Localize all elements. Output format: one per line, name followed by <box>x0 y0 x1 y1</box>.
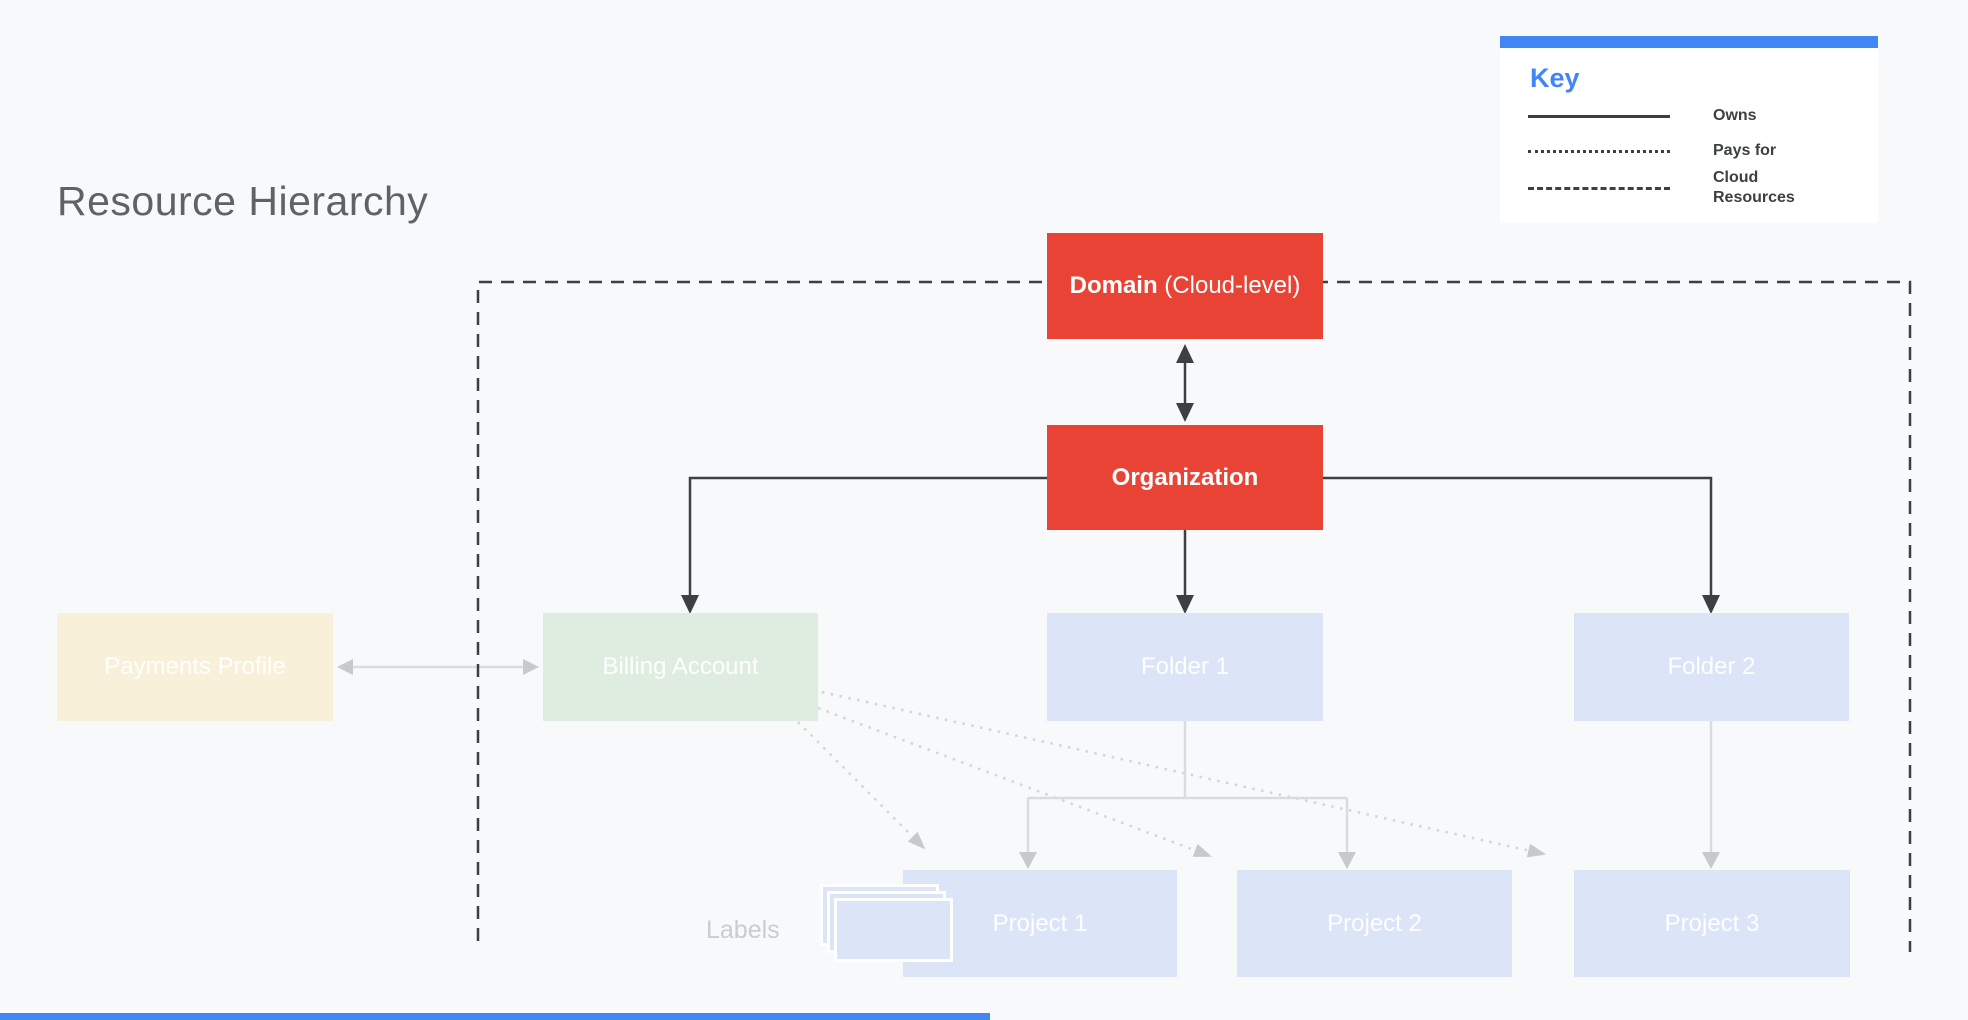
node-domain: Domain (Cloud-level) <box>1047 233 1323 339</box>
legend-label-cloud-resources: Cloud Resources <box>1713 169 1795 206</box>
node-project-2-label: Project 2 <box>1327 909 1422 937</box>
legend-label-pays-for: Pays for <box>1713 142 1777 159</box>
label-card-front <box>834 898 953 962</box>
pays-for-dotted-arrows <box>797 690 1546 858</box>
node-organization: Organization <box>1047 425 1323 530</box>
legend-label-owns: Owns <box>1713 107 1757 124</box>
node-folder-2: Folder 2 <box>1574 613 1849 721</box>
node-folder-1-label: Folder 1 <box>1140 653 1230 680</box>
legend-panel: Key Owns Pays for Cloud Resources <box>1500 48 1878 223</box>
page-title: Resource Hierarchy <box>57 178 429 224</box>
node-payments-profile: Payments Profile <box>57 613 333 721</box>
organization-owns-connectors <box>681 476 1720 614</box>
node-organization-label: Organization <box>1111 463 1259 491</box>
cloud-resources-line-sample <box>1528 187 1670 190</box>
node-folder-1: Folder 1 <box>1047 613 1323 721</box>
node-payments-profile-label: Payments Profile <box>104 653 286 680</box>
payments-billing-arrow <box>337 659 539 675</box>
legend-heading: Key <box>1530 63 1580 93</box>
folder-to-project-connectors <box>1019 721 1720 869</box>
domain-organization-arrow <box>1176 344 1194 422</box>
bottom-accent-bar <box>0 1013 990 1020</box>
node-project-3-label: Project 3 <box>1664 909 1760 937</box>
pays-for-line-sample <box>1528 150 1670 153</box>
node-project-3: Project 3 <box>1574 870 1850 977</box>
node-project-1-label: Project 1 <box>992 909 1088 937</box>
node-billing-account-label: Billing Account <box>602 653 759 680</box>
owns-line-sample <box>1528 115 1670 118</box>
legend-key: Key Owns Pays for Cloud Resources <box>1500 36 1878 223</box>
node-folder-2-label: Folder 2 <box>1667 653 1756 680</box>
node-project-2: Project 2 <box>1237 870 1512 977</box>
node-domain-label: Domain (Cloud-level) <box>1069 272 1301 299</box>
legend-accent-bar <box>1500 36 1878 48</box>
labels-caption: Labels <box>706 916 780 944</box>
node-billing-account: Billing Account <box>543 613 818 721</box>
